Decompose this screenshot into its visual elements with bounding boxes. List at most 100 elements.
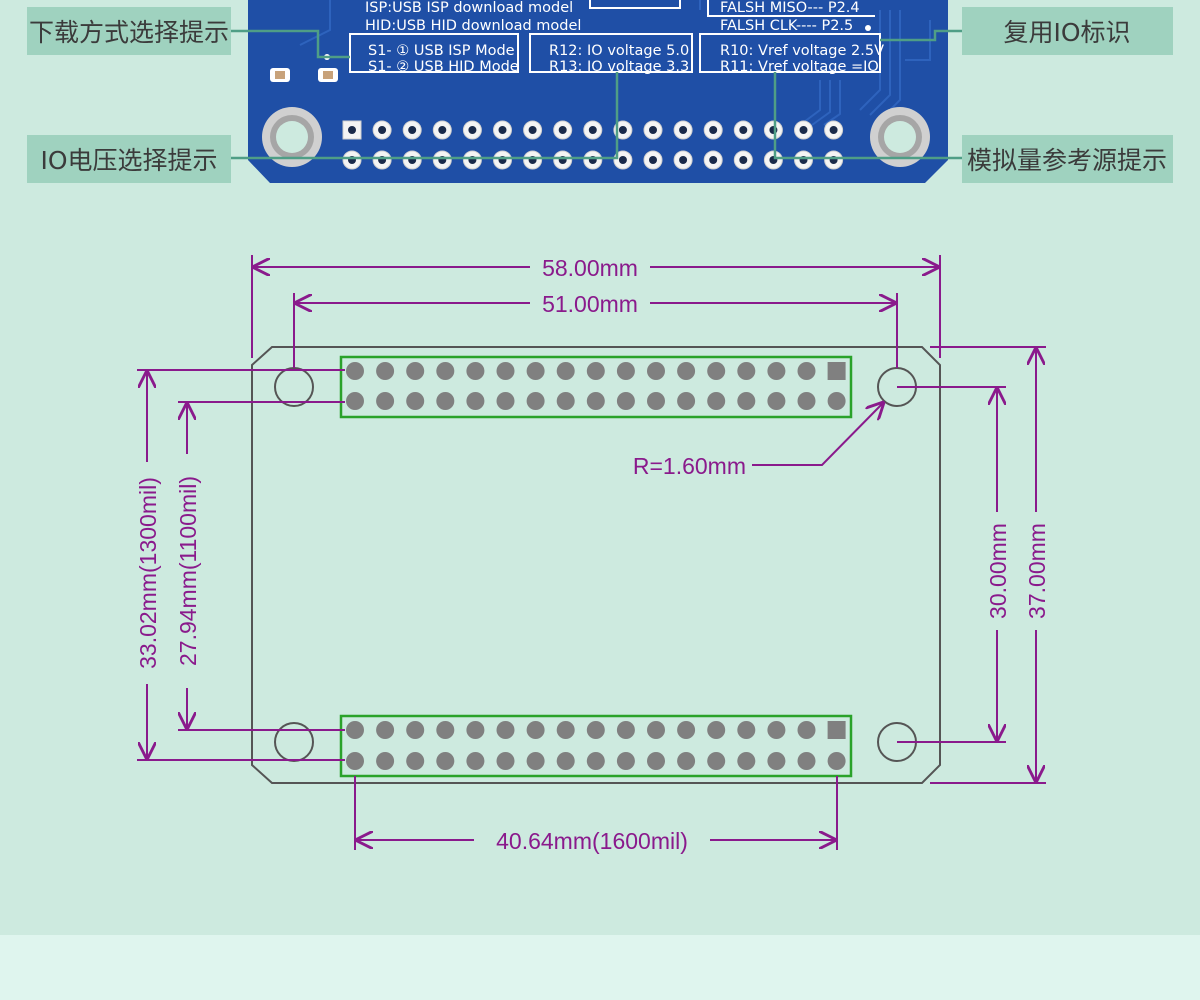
silkscreen-frames <box>349 0 881 73</box>
pcb-dot <box>865 25 871 31</box>
header-pin <box>827 392 846 410</box>
silk-r12: R12: IO voltage 5.0 <box>549 43 689 59</box>
silk-r13: R13: IO voltage 3.3 <box>549 59 689 75</box>
header-pin <box>406 392 425 410</box>
dim-hole-spacing-x-label: 51.00mm <box>542 291 638 317</box>
silk-hid-line: HID:USB HID download model <box>365 18 581 34</box>
callout-download-mode-text: 下载方式选择提示 <box>29 18 229 47</box>
smd-pad <box>323 71 333 79</box>
header-pin <box>647 362 665 380</box>
pcb-header-pads <box>342 120 844 170</box>
header-pin <box>376 392 395 410</box>
silk-isp-line: ISP:USB ISP download model <box>365 0 573 16</box>
callout-multiplex-io: 复用IO标识 <box>880 7 1173 55</box>
header-pins <box>346 362 846 770</box>
header-pin-1 <box>827 362 846 380</box>
callout-box <box>27 7 231 55</box>
dim-hole-spacing-x: 51.00mm <box>293 291 898 368</box>
header-top <box>339 355 853 419</box>
header-pin <box>466 362 485 380</box>
header-pin <box>647 752 665 770</box>
header-pin <box>556 752 575 770</box>
header-pin <box>376 362 395 380</box>
header-pin <box>707 721 726 739</box>
header-pin <box>496 362 515 380</box>
pcb-pad-hole <box>588 126 597 134</box>
header-pin <box>346 752 364 770</box>
pcb-pad-hole <box>739 126 748 134</box>
header-pin <box>556 721 575 739</box>
pcb-pad-hole <box>829 126 838 134</box>
callout-box <box>962 135 1173 183</box>
header-pin <box>436 721 455 739</box>
header-pin <box>406 752 425 770</box>
header-pin <box>376 752 395 770</box>
callout-box <box>962 7 1173 55</box>
header-pin <box>496 721 515 739</box>
dim-left-inner-label: 27.94mm(1100mil) <box>175 476 201 666</box>
pcb-mounting-hole-right <box>870 107 930 167</box>
callout-leader <box>231 72 619 160</box>
header-pin <box>406 362 425 380</box>
dim-right-inner-label: 30.00mm <box>985 523 1011 619</box>
header-pin <box>526 752 545 770</box>
header-pin <box>586 392 605 410</box>
header-pin <box>797 392 816 410</box>
silk-r10: R10: Vref voltage 2.5V <box>720 43 884 59</box>
pcb-pad-hole <box>528 126 537 134</box>
header-pin <box>737 721 756 739</box>
header-pin <box>767 362 786 380</box>
header-pin <box>707 392 726 410</box>
dim-left-outer: 33.02mm(1300mil) <box>135 369 345 761</box>
dim-board-width-label: 58.00mm <box>542 255 638 281</box>
header-pin <box>346 392 364 410</box>
header-pin <box>767 752 786 770</box>
header-pin <box>346 721 364 739</box>
dim-left-outer-label: 33.02mm(1300mil) <box>135 477 161 669</box>
pcb-pad-hole <box>468 126 477 134</box>
header-pin <box>586 721 605 739</box>
silk-clk: FALSH CLK---- P2.5 <box>720 18 853 34</box>
header-pin <box>556 362 575 380</box>
pcb-mounting-hole-left <box>262 107 322 167</box>
header-pin <box>616 721 635 739</box>
header-pin <box>797 362 816 380</box>
header-pin <box>346 362 364 380</box>
dim-board-width: 58.00mm <box>251 255 941 358</box>
header-pin <box>707 362 726 380</box>
header-pin <box>677 392 696 410</box>
header-pin <box>677 721 696 739</box>
header-pin <box>797 721 816 739</box>
dimension-drawing: 58.00mm 51.00mm R=1.60mm 33.02mm(1300mil… <box>135 255 1050 854</box>
pcb-pad-hole <box>618 126 627 134</box>
callout-analog-reference: 模拟量参考源提示 <box>773 72 1173 183</box>
pcb-pad-hole <box>438 126 447 134</box>
bottom-band <box>0 935 1200 1000</box>
pcb-pad-hole <box>739 156 748 164</box>
header-pin <box>616 362 635 380</box>
callout-leader <box>231 29 350 59</box>
header-pin <box>707 752 726 770</box>
header-pin <box>496 752 515 770</box>
header-pin <box>616 752 635 770</box>
dim-hole-radius: R=1.60mm <box>633 403 883 479</box>
header-pin <box>586 362 605 380</box>
header-pin <box>647 721 665 739</box>
header-pin <box>556 392 575 410</box>
callout-leader <box>773 72 962 160</box>
header-pin <box>466 752 485 770</box>
header-pin <box>526 392 545 410</box>
board-outline <box>251 346 941 784</box>
silk-s1-hid: S1- ② USB HID Mode <box>368 59 519 75</box>
header-pin <box>616 392 635 410</box>
callout-multiplex-io-text: 复用IO标识 <box>1003 18 1130 47</box>
pcb-pad-hole <box>679 126 688 134</box>
header-pin <box>526 721 545 739</box>
header-pin <box>737 752 756 770</box>
pcb-pad-hole <box>558 126 567 134</box>
header-pin <box>436 392 455 410</box>
header-pin <box>677 362 696 380</box>
callout-box <box>27 135 231 183</box>
pcb-pad-hole <box>408 126 417 134</box>
